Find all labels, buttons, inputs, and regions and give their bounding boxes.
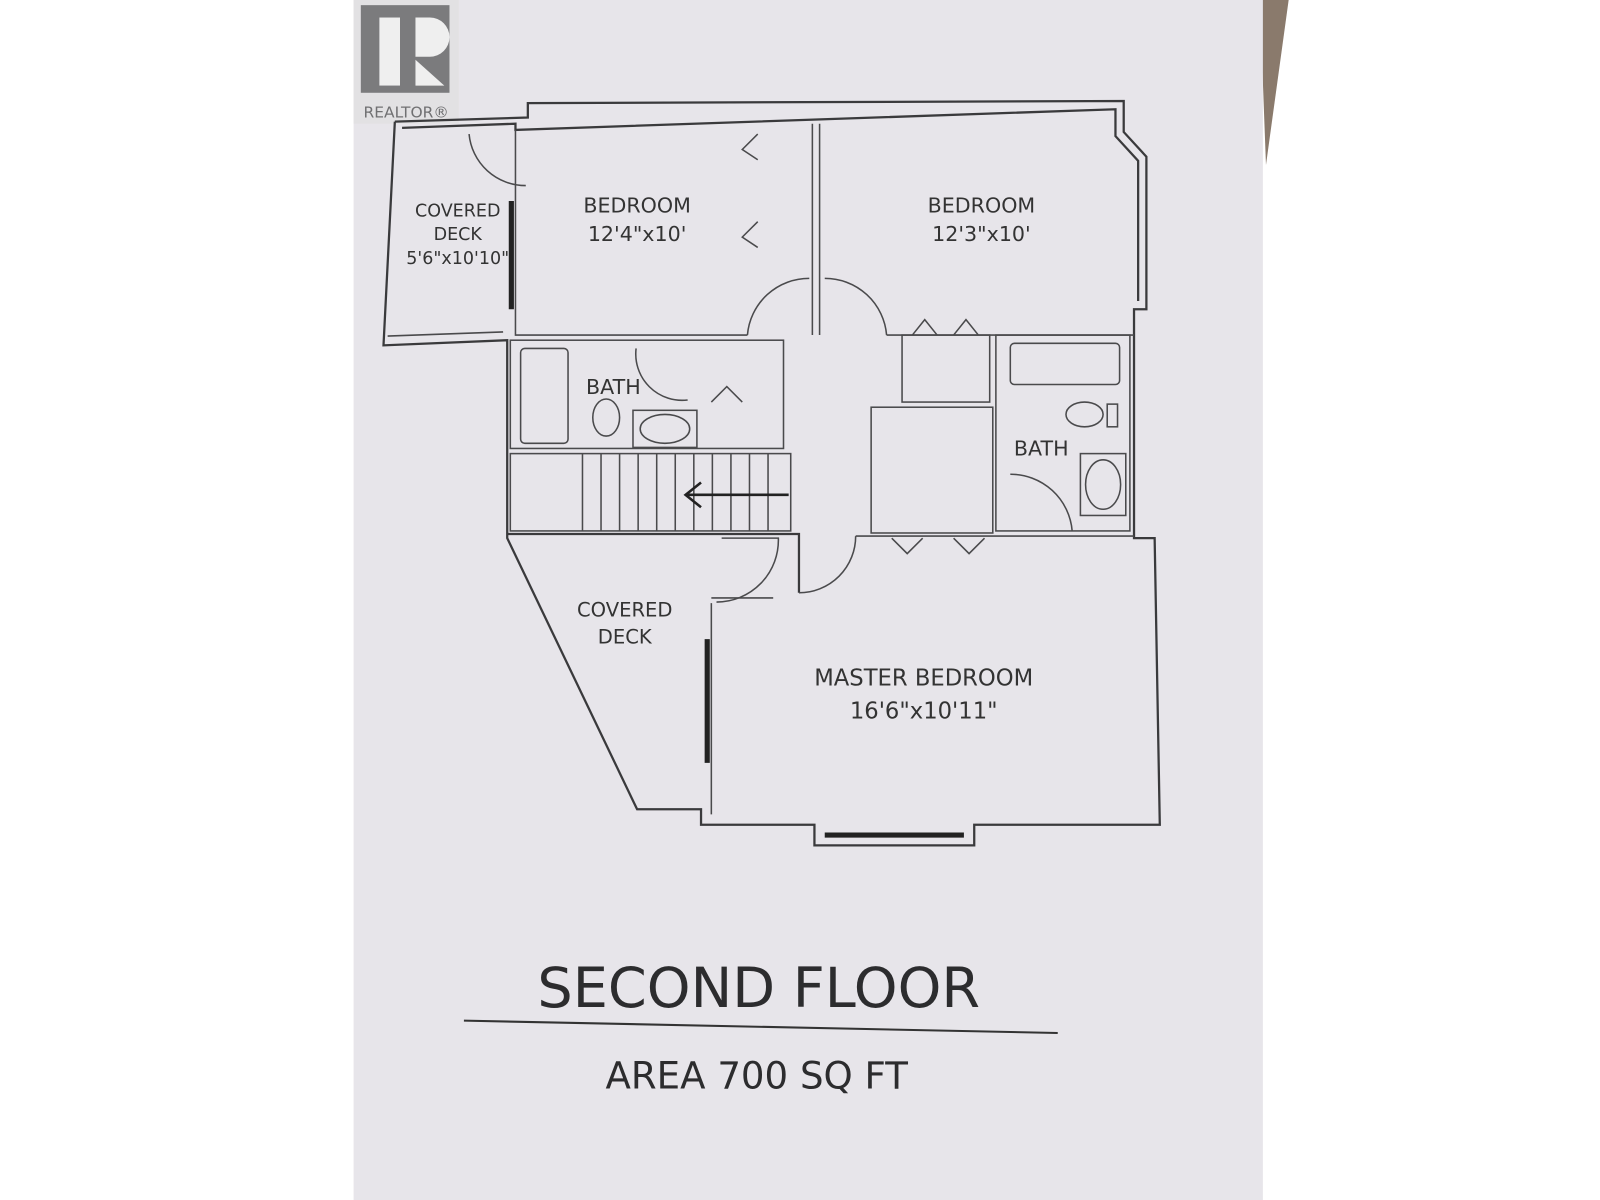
room-bedroom-1: BEDROOM 12'4"x10': [583, 193, 691, 246]
room-size: 16'6"x10'11": [850, 699, 998, 725]
room-label: DECK: [434, 225, 483, 245]
staircase: [509, 452, 792, 532]
paper-sheet: [353, 0, 1263, 1200]
door-swing: [824, 277, 888, 336]
room-bedroom-2: BEDROOM 12'3"x10': [928, 193, 1036, 246]
door-swing: [746, 277, 810, 336]
room-size: 12'3"x10': [932, 222, 1031, 246]
room-label: BEDROOM: [583, 193, 691, 217]
floor-area: AREA 700 SQ FT: [606, 1055, 909, 1098]
room-bath-1-label: BATH: [586, 375, 641, 399]
background-sliver: [1259, 0, 1289, 165]
floor-title: SECOND FLOOR: [537, 956, 980, 1021]
room-label: COVERED: [415, 201, 500, 221]
room-covered-deck-lower: COVERED DECK: [577, 598, 673, 648]
room-label: BEDROOM: [928, 193, 1036, 217]
room-size: 5'6"x10'10": [406, 249, 509, 269]
stair-arrow-icon: [683, 481, 789, 509]
room-label: COVERED: [577, 598, 673, 621]
room-label: DECK: [598, 625, 653, 648]
room-size: 12'4"x10': [588, 222, 687, 246]
room-bath-2-label: BATH: [1014, 437, 1069, 461]
realtor-logo: REALTOR®: [353, 0, 459, 124]
room-covered-deck-upper: COVERED DECK 5'6"x10'10": [406, 201, 509, 268]
room-master-bedroom: MASTER BEDROOM 16'6"x10'11": [814, 666, 1033, 725]
floor-plan-walls: [382, 99, 1161, 847]
title-divider: [463, 1019, 1058, 1035]
room-label: MASTER BEDROOM: [814, 666, 1033, 692]
door-swing: [468, 133, 526, 187]
realtor-logo-text: REALTOR®: [364, 104, 449, 122]
